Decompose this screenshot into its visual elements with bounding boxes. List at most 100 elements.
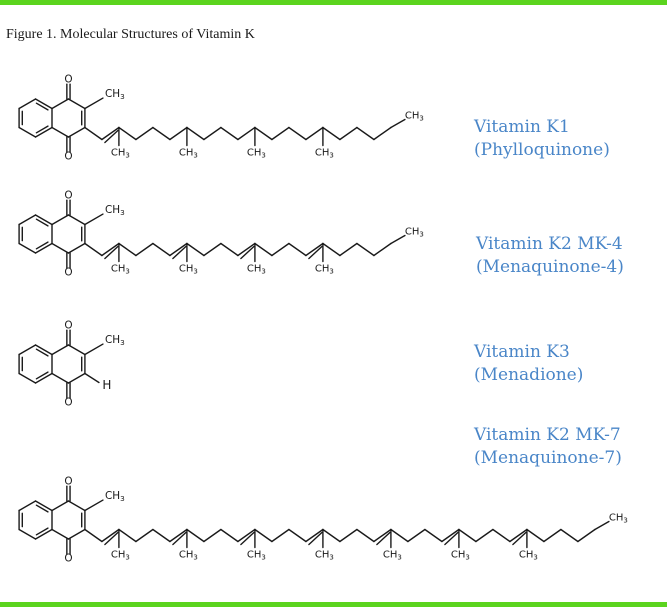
bond: [84, 499, 104, 512]
bond: [84, 343, 104, 356]
bond: [67, 528, 86, 540]
methyl-group: CH3: [105, 88, 125, 101]
bond: [203, 528, 222, 543]
oxygen-atom: O: [64, 319, 72, 331]
bond: [34, 98, 53, 110]
compound-common-name: (Menadione): [474, 365, 584, 385]
bond: [135, 126, 154, 141]
methyl-group: CH3: [111, 148, 130, 160]
bond: [35, 527, 49, 536]
bond: [104, 245, 119, 260]
bond: [441, 528, 460, 543]
bond: [373, 528, 392, 543]
bond: [577, 528, 596, 543]
oxygen-atom: O: [64, 475, 72, 487]
bond: [18, 126, 37, 138]
bond: [237, 528, 256, 543]
compound-name: Vitamin K3: [474, 342, 570, 362]
bond: [35, 241, 49, 250]
bond: [288, 242, 307, 257]
methyl-group: CH3: [105, 204, 125, 217]
bond: [84, 372, 100, 384]
bond: [101, 126, 120, 141]
bond: [35, 348, 49, 357]
bond: [67, 500, 86, 512]
bond: [135, 528, 154, 543]
bond: [305, 242, 324, 257]
methyl-group: CH3: [383, 550, 402, 562]
bond: [169, 126, 188, 141]
methyl-group: CH3: [247, 550, 266, 562]
bond: [152, 242, 171, 257]
oxygen-atom: O: [64, 397, 72, 409]
bond: [34, 528, 53, 540]
bond: [34, 126, 53, 138]
bond: [356, 242, 375, 257]
bond: [271, 242, 290, 257]
bond: [34, 214, 53, 226]
bond: [220, 126, 239, 141]
bond: [254, 528, 273, 543]
bond: [51, 500, 70, 512]
bond: [35, 125, 49, 134]
bond: [220, 242, 239, 257]
bond: [18, 242, 37, 254]
bond: [560, 528, 579, 543]
bond: [305, 126, 324, 141]
bond: [390, 234, 406, 245]
figure-caption: Figure 1. Molecular Structures of Vitami…: [6, 27, 255, 42]
bond: [512, 531, 527, 546]
bond: [84, 528, 103, 543]
methyl-group: CH3: [179, 550, 198, 562]
bond: [118, 528, 137, 543]
bond: [186, 528, 205, 543]
bond: [18, 214, 37, 226]
bond: [492, 528, 511, 543]
compound-label-k3: Vitamin K3 (Menadione): [474, 341, 583, 387]
compound-name: Vitamin K1: [474, 117, 570, 137]
methyl-group: CH3: [111, 550, 130, 562]
bond: [356, 126, 375, 141]
bond: [305, 528, 324, 543]
bond: [51, 98, 70, 110]
bond: [51, 344, 70, 356]
methyl-group: CH3: [247, 148, 266, 160]
bond: [509, 528, 528, 543]
oxygen-atom: O: [64, 151, 72, 163]
bond: [51, 126, 70, 138]
top-accent-rule: [0, 0, 667, 5]
bond: [84, 126, 103, 141]
bond: [237, 126, 256, 141]
bond: [34, 344, 53, 356]
bond: [240, 245, 255, 260]
bond: [118, 126, 137, 141]
methyl-group: CH3: [315, 264, 334, 276]
bond: [240, 531, 255, 546]
bond: [35, 504, 49, 513]
methyl-group: CH3: [111, 264, 130, 276]
methyl-group: CH3: [405, 227, 424, 239]
bond: [101, 528, 120, 543]
bond: [322, 126, 341, 141]
bond: [308, 245, 323, 260]
bond: [104, 129, 119, 144]
methyl-group: CH3: [315, 550, 334, 562]
bond: [390, 528, 409, 543]
bond: [84, 242, 103, 257]
bond: [543, 528, 562, 543]
methyl-group: CH3: [609, 513, 628, 525]
bond: [35, 371, 49, 380]
bond: [424, 528, 443, 543]
bond: [339, 126, 358, 141]
bond: [152, 528, 171, 543]
bond: [288, 126, 307, 141]
bond: [186, 126, 205, 141]
oxygen-atom: O: [64, 189, 72, 201]
bond: [172, 531, 187, 546]
bond: [186, 242, 205, 257]
bond: [67, 126, 86, 138]
bond: [390, 118, 406, 129]
